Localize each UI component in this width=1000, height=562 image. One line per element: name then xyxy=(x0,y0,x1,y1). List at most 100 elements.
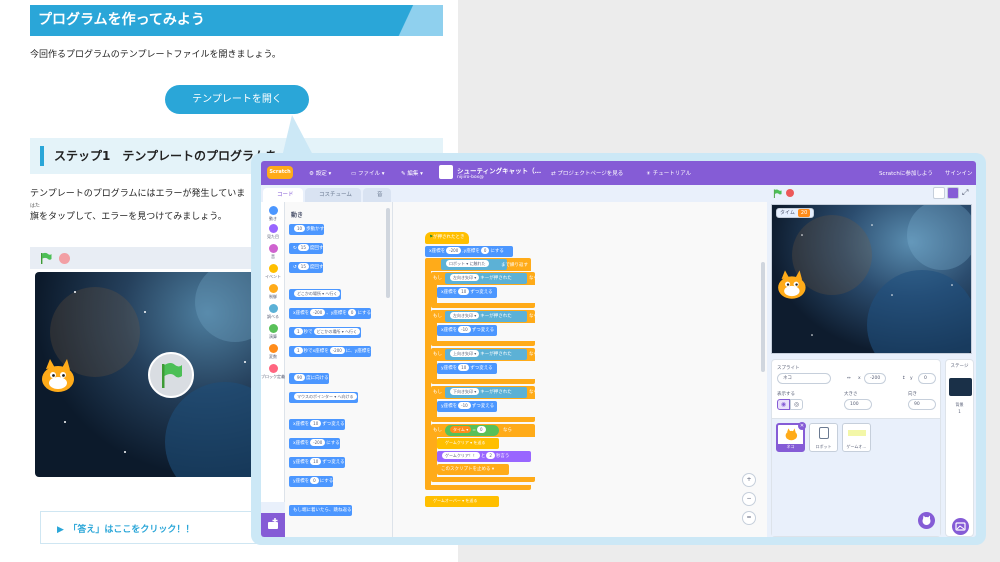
sprite-thumb-cat[interactable]: ネコ ✕ xyxy=(776,422,806,452)
block-input[interactable]: 10 xyxy=(310,458,322,465)
block-input[interactable]: 2 xyxy=(486,452,495,459)
category-my-blocks[interactable]: ブロック定義 xyxy=(261,364,285,380)
equals-operator-block[interactable]: タイム ▾=0 xyxy=(445,425,499,436)
size-input[interactable]: 100 xyxy=(844,399,872,410)
green-flag-icon[interactable] xyxy=(773,189,782,198)
palette-block-point-towards[interactable]: マウスのポインター ▾ へ向ける xyxy=(289,392,358,403)
script-scrollbar[interactable] xyxy=(761,262,765,372)
block-dropdown[interactable]: マウスのポインター ▾ へ向ける xyxy=(294,393,357,400)
block-input[interactable]: -200 xyxy=(310,309,326,316)
tutorial-link[interactable]: ☀ チュートリアル xyxy=(646,169,691,177)
block-dropdown[interactable]: 上向き矢印 ▾ xyxy=(450,350,480,357)
answer-toggle[interactable]: ▶ 「答え」はここをクリック！！ xyxy=(40,511,260,544)
category-events[interactable]: イベント xyxy=(261,264,285,280)
category-variables[interactable]: 変数 xyxy=(261,344,285,360)
block-dropdown[interactable]: 下向き矢印 ▾ xyxy=(450,388,480,395)
block-input[interactable]: 0 xyxy=(347,309,357,316)
palette-scrollbar[interactable] xyxy=(386,208,390,298)
block-dropdown[interactable]: どこかの場所 ▾ へ行く xyxy=(294,290,341,297)
project-title[interactable]: シューティングキャット（… xyxy=(457,167,542,175)
block-input[interactable]: 1 xyxy=(294,347,303,354)
project-page-link[interactable]: ⇄ プロジェクトページを見る xyxy=(551,169,623,177)
sprite-thumb-gameover[interactable]: ゲームオ… xyxy=(842,423,871,452)
big-green-flag-button[interactable] xyxy=(148,352,194,398)
scratch-logo[interactable]: Scratch xyxy=(267,166,293,179)
file-menu[interactable]: ▭ ファイル ▾ xyxy=(351,171,385,177)
stage-select-panel[interactable]: ステージ 背景 1 xyxy=(945,359,974,537)
category-operators[interactable]: 演算 xyxy=(261,324,285,340)
block-input[interactable]: 0 xyxy=(310,477,319,484)
tab-sound[interactable]: 音 xyxy=(363,188,391,202)
show-visible-button[interactable]: ◉ xyxy=(777,399,790,410)
signin-link[interactable]: サインイン xyxy=(945,171,973,177)
direction-input[interactable]: 90 xyxy=(908,399,936,410)
stop-script-block[interactable]: このスクリプトを止める ▾ xyxy=(437,464,509,475)
block-dropdown[interactable]: どこかの場所 ▾ へ行く xyxy=(313,328,360,335)
category-sensing[interactable]: 調べる xyxy=(261,304,285,320)
variable-reporter[interactable]: タイム ▾ xyxy=(450,426,472,433)
block-input[interactable]: 15 xyxy=(297,263,309,270)
key-pressed-block[interactable]: 左向き矢印 ▾キーが押された xyxy=(445,311,527,322)
block-input[interactable]: 0 xyxy=(480,247,490,254)
key-pressed-block[interactable]: 下向き矢印 ▾キーが押された xyxy=(445,387,527,398)
settings-menu[interactable]: ⚙ 設定 ▾ xyxy=(309,171,332,177)
tab-costume[interactable]: コスチューム xyxy=(305,188,361,202)
key-pressed-block[interactable]: 左向き矢印 ▾キーが押された xyxy=(445,273,527,284)
stop-icon[interactable] xyxy=(786,189,794,197)
palette-block-bounce[interactable]: もし端に着いたら、跳ね返る xyxy=(289,505,352,516)
category-control[interactable]: 制御 xyxy=(261,284,285,300)
stop-icon[interactable] xyxy=(59,253,70,264)
block-input[interactable]: ゲームクリア！！ xyxy=(442,452,480,459)
block-input[interactable]: -10 xyxy=(458,326,471,333)
open-template-button[interactable]: テンプレートを開く xyxy=(165,85,309,114)
join-scratch-link[interactable]: Scratchに参加しよう xyxy=(879,171,933,177)
category-sound[interactable]: 音 xyxy=(261,244,285,260)
add-extension-button[interactable] xyxy=(261,513,285,537)
category-looks[interactable]: 見た目 xyxy=(261,224,285,240)
x-input[interactable]: -200 xyxy=(864,373,886,384)
block-input[interactable]: 1 xyxy=(294,328,303,335)
green-flag-icon[interactable] xyxy=(40,252,52,264)
block-dropdown[interactable]: 左向き矢印 ▾ xyxy=(450,312,480,319)
large-stage-button[interactable] xyxy=(947,187,959,199)
small-stage-button[interactable] xyxy=(933,187,945,199)
fullscreen-icon[interactable]: ⤢ xyxy=(962,188,969,197)
trash-icon[interactable]: ✕ xyxy=(798,422,806,430)
zoom-in-button[interactable]: + xyxy=(742,473,756,487)
block-input[interactable]: 15 xyxy=(297,244,309,251)
category-motion[interactable]: 動き xyxy=(261,206,285,222)
palette-block-goto[interactable]: どこかの場所 ▾ へ行く xyxy=(289,289,342,300)
cat-sprite-icon[interactable] xyxy=(772,267,810,303)
block-input[interactable]: -10 xyxy=(458,402,471,409)
key-pressed-block[interactable]: 上向き矢印 ▾キーが押された xyxy=(445,349,527,360)
block-dropdown[interactable]: ロボット ▾ に触れた xyxy=(446,260,489,267)
edit-menu[interactable]: ✎ 編集 ▾ xyxy=(401,171,423,177)
sprite-name-input[interactable]: ネコ xyxy=(777,373,831,384)
touching-robot-block[interactable]: ロボット ▾ に触れた xyxy=(441,259,507,270)
tab-code[interactable]: コード xyxy=(263,188,303,202)
block-dropdown[interactable]: 左向き矢印 ▾ xyxy=(450,274,480,281)
block-dropdown[interactable]: ゲームオーバー ▾ を送る xyxy=(430,497,481,504)
show-hidden-button[interactable]: ◎ xyxy=(790,399,803,410)
block-input[interactable]: 10 xyxy=(310,420,322,427)
block-input[interactable]: 0 xyxy=(476,426,486,433)
when-flag-clicked-block[interactable]: ⚑が押されたとき xyxy=(425,232,469,244)
add-sprite-button[interactable] xyxy=(918,512,935,529)
